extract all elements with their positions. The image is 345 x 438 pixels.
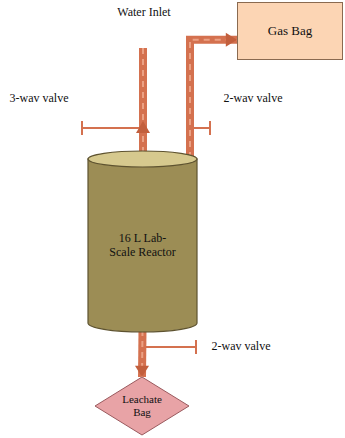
valve-handle [195, 340, 197, 354]
arrowhead [135, 366, 149, 377]
reactor-cylinder: 16 L Lab-Scale Reactor [87, 150, 198, 332]
node-label: Leachate Bag [119, 393, 165, 418]
valve-handle [82, 127, 139, 129]
cylinder-top [88, 151, 197, 167]
valve-handle [194, 127, 210, 129]
valve-label: 2-wav valve [202, 340, 280, 354]
valve-label: 3-wav valve [2, 92, 76, 106]
leachate-diamond: Leachate Bag [94, 376, 190, 436]
node-label: Gas Bag [245, 24, 335, 39]
valve-handle [81, 121, 83, 135]
inlet-label: Water Inlet [115, 6, 173, 20]
pipe-connector [135, 330, 149, 377]
valve-label: 2-wav valve [214, 92, 292, 106]
pipe-texture [142, 48, 144, 158]
cylinder-body [88, 159, 197, 332]
water-pipe [139, 48, 147, 158]
node-label: 16 L Lab-Scale Reactor [107, 232, 179, 260]
gas-bag-box: Gas Bag [237, 2, 343, 60]
valve-handle [209, 121, 211, 135]
arrowhead [226, 33, 237, 47]
valve-handle [146, 346, 196, 348]
box-fill [238, 3, 343, 60]
diamond-fill [95, 377, 189, 435]
